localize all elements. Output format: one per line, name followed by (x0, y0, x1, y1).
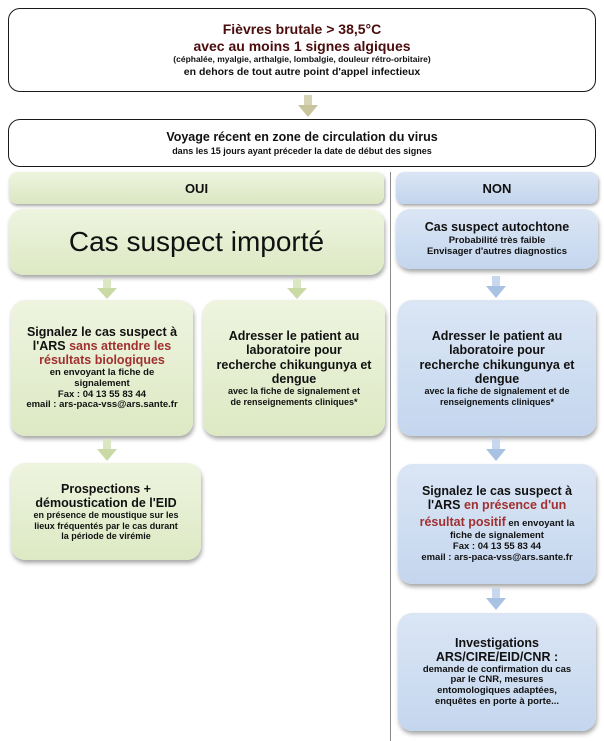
prospection-line: Prospections + (61, 481, 151, 496)
autochthonous-case-box: Cas suspect autochtone Probabilité très … (396, 209, 598, 269)
lab-note: avec la fiche de signalement et de (424, 386, 570, 397)
imported-case-title: Cas suspect importé (68, 226, 325, 257)
autochthonous-lab-box: Adresser le patient au laboratoire pour … (398, 300, 596, 436)
report-line: en envoyant la fiche de (49, 366, 155, 378)
branch-no-text: NON (482, 180, 512, 196)
lab-line: dengue (474, 372, 520, 387)
investigation-note: enquêtes en porte à porte... (434, 696, 560, 708)
report-highlight: en présence d'un (464, 498, 567, 513)
arrow-down-icon (97, 279, 117, 299)
report-line: Signalez le cas suspect à (26, 324, 178, 339)
autochthonous-probability: Probabilité très faible (448, 234, 546, 246)
branch-no-label: NON (396, 172, 598, 204)
fax-number: Fax : 04 13 55 83 44 (452, 541, 542, 553)
arrow-down-icon (97, 439, 117, 461)
lab-line: laboratoire pour (246, 343, 342, 358)
autochthonous-report-box: Signalez le cas suspect à l'ARS en prése… (398, 464, 596, 584)
fever-criteria-subtitle: avec au moins 1 signes algiques (193, 37, 411, 54)
branch-divider (390, 172, 391, 741)
branch-yes-text: OUI (184, 180, 209, 196)
imported-case-box: Cas suspect importé (9, 209, 384, 275)
autochthonous-case-title: Cas suspect autochtone (424, 220, 570, 235)
prospection-box: Prospections + démoustication de l'EID e… (11, 463, 201, 560)
lab-note: avec la fiche de signalement et (227, 386, 361, 397)
report-highlight: résultat positif (419, 514, 506, 529)
fever-symptoms-list: (céphalée, myalgie, arthalgie, lombalgie… (173, 53, 431, 64)
lab-line: laboratoire pour (449, 343, 545, 358)
lab-line: Adresser le patient au (228, 328, 360, 343)
arrow-down-icon (486, 276, 506, 298)
investigation-note: par le CNR, mesures (450, 674, 544, 686)
arrow-down-icon (298, 95, 318, 117)
report-highlight: sans attendre les (69, 338, 172, 353)
fax-number: Fax : 04 13 55 83 44 (57, 388, 147, 400)
report-ars-text: l'ARS (32, 338, 70, 353)
prospection-note: en présence de moustique sur les (33, 510, 179, 521)
report-line: signalement (74, 377, 130, 389)
report-ars-text: l'ARS (427, 498, 464, 513)
arrow-down-icon (486, 588, 506, 610)
lab-line: dengue (271, 372, 317, 387)
lab-line: Adresser le patient au (431, 328, 563, 343)
investigation-note: demande de confirmation du cas (422, 663, 572, 675)
travel-criteria-title: Voyage récent en zone de circulation du … (166, 129, 438, 144)
investigation-note: entomologiques adaptées, (437, 685, 557, 697)
imported-report-box: Signalez le cas suspect à l'ARS sans att… (11, 300, 193, 436)
report-line: en envoyant la (505, 517, 575, 529)
fever-criteria-note: en dehors de tout autre point d'appel in… (183, 66, 421, 79)
prospection-note: lieux fréquentés par le cas durant (34, 520, 178, 531)
email-link[interactable]: email : ars-paca-vss@ars.sante.fr (26, 399, 178, 411)
imported-lab-box: Adresser le patient au laboratoire pour … (203, 300, 385, 436)
arrow-down-icon (287, 279, 307, 299)
lab-note: renseignements cliniques* (439, 396, 555, 407)
prospection-note: la période de virémie (61, 531, 151, 542)
branch-yes-label: OUI (9, 172, 384, 204)
arrow-down-icon (486, 439, 506, 461)
prospection-line: démoustication de l'EID (35, 495, 177, 510)
fever-criteria-title: Fièvres brutale > 38,5°C (222, 21, 382, 38)
investigation-line: Investigations (454, 635, 540, 650)
investigation-box: Investigations ARS/CIRE/EID/CNR : demand… (398, 613, 596, 731)
email-link[interactable]: email : ars-paca-vss@ars.sante.fr (421, 552, 573, 564)
lab-line: recherche chikungunya et (419, 357, 575, 372)
report-line: fiche de signalement (450, 530, 544, 542)
lab-note: de renseignements cliniques* (230, 396, 358, 407)
travel-criteria-box: Voyage récent en zone de circulation du … (8, 119, 596, 167)
travel-criteria-subtitle: dans les 15 jours ayant préceder la date… (172, 146, 432, 157)
report-highlight: résultats biologiques (39, 353, 165, 368)
autochthonous-advice: Envisager d'autres diagnostics (426, 245, 568, 257)
investigation-line: ARS/CIRE/EID/CNR : (435, 650, 559, 665)
fever-criteria-box: Fièvres brutale > 38,5°C avec au moins 1… (8, 8, 596, 92)
report-line: Signalez le cas suspect à (421, 484, 573, 499)
lab-line: recherche chikungunya et (216, 357, 372, 372)
